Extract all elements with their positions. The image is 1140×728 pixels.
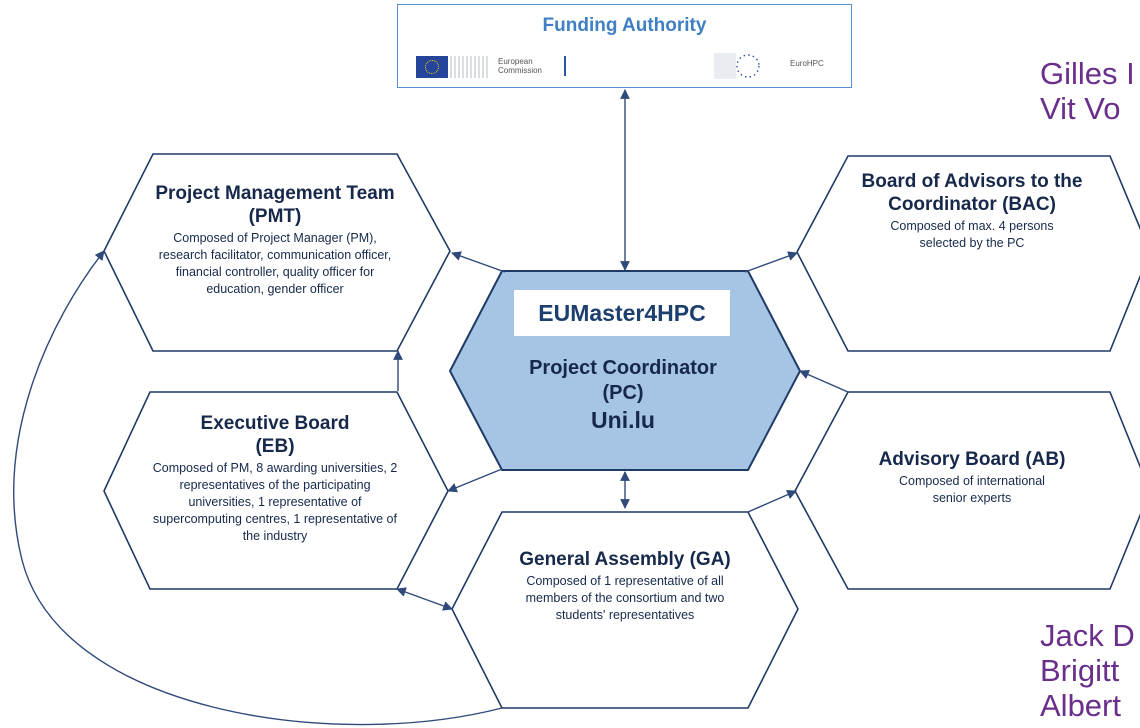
arrow-pc-pmt	[451, 251, 506, 273]
eumaster4hpc-badge: EUMaster4HPC	[514, 290, 730, 336]
pmt-description: Composed of Project Manager (PM), resear…	[158, 231, 392, 296]
name-line: Albert	[1040, 688, 1121, 723]
pc-line1: Project Coordinator	[529, 357, 717, 379]
names-bottom: Jack D Brigitt Albert	[1040, 618, 1135, 723]
funding-authority-title: Funding Authority	[542, 15, 707, 36]
names-top: Gilles I Vit Vo	[1040, 56, 1135, 126]
name-line: Vit Vo	[1040, 91, 1121, 126]
arrow-ga-eb-loop	[13, 250, 503, 726]
eb-title: Executive Board (EB)	[200, 413, 350, 457]
funding-authority-box: Funding Authority European Commission Eu…	[397, 4, 852, 88]
pc-line2: (PC)	[602, 382, 644, 404]
ab-description: Composed of international senior experts	[899, 474, 1045, 505]
arrow-ga-ab	[747, 490, 797, 513]
pmt-hexagon	[103, 153, 451, 352]
european-commission-logo: European Commission	[416, 52, 566, 80]
ga-description: Composed of 1 representative of all memb…	[525, 574, 725, 622]
ga-title: General Assembly (GA)	[519, 549, 731, 570]
ga-block: General Assembly (GA) Composed of 1 repr…	[508, 548, 742, 624]
name-line: Gilles I	[1040, 56, 1135, 91]
eu-flag-icon	[416, 56, 448, 78]
pmt-block: Project Management Team (PMT) Composed o…	[150, 182, 400, 298]
ec-logo-text: European Commission	[498, 57, 543, 75]
eurohpc-stars-icon	[714, 53, 760, 79]
arrow-pc-bac	[744, 251, 798, 273]
ec-emblem-icon	[450, 56, 490, 78]
pc-line3: Uni.lu	[591, 407, 655, 433]
pc-block: Project Coordinator (PC) Uni.lu	[478, 356, 768, 434]
ab-block: Advisory Board (AB) Composed of internat…	[858, 448, 1086, 507]
arrow-eb-ga	[396, 587, 453, 611]
name-line: Jack D	[1040, 618, 1135, 653]
bac-description: Composed of max. 4 persons selected by t…	[890, 219, 1054, 250]
arrow-pc-eb	[447, 468, 503, 493]
arrow-pc-ab	[799, 370, 849, 393]
bac-hexagon	[796, 155, 1140, 352]
eb-description: Composed of PM, 8 awarding universities,…	[152, 461, 398, 543]
name-line: Brigitt	[1040, 653, 1120, 688]
eb-block: Executive Board (EB) Composed of PM, 8 a…	[152, 412, 398, 545]
ab-title: Advisory Board (AB)	[878, 449, 1066, 470]
eurohpc-logo-text: EuroHPC	[790, 59, 824, 68]
pmt-title: Project Management Team (PMT)	[155, 183, 395, 227]
ec-logo-divider	[564, 56, 566, 76]
eurohpc-logo: EuroHPC	[714, 51, 842, 81]
bac-block: Board of Advisors to the Coordinator (BA…	[852, 170, 1092, 252]
bac-title: Board of Advisors to the Coordinator (BA…	[861, 171, 1083, 215]
